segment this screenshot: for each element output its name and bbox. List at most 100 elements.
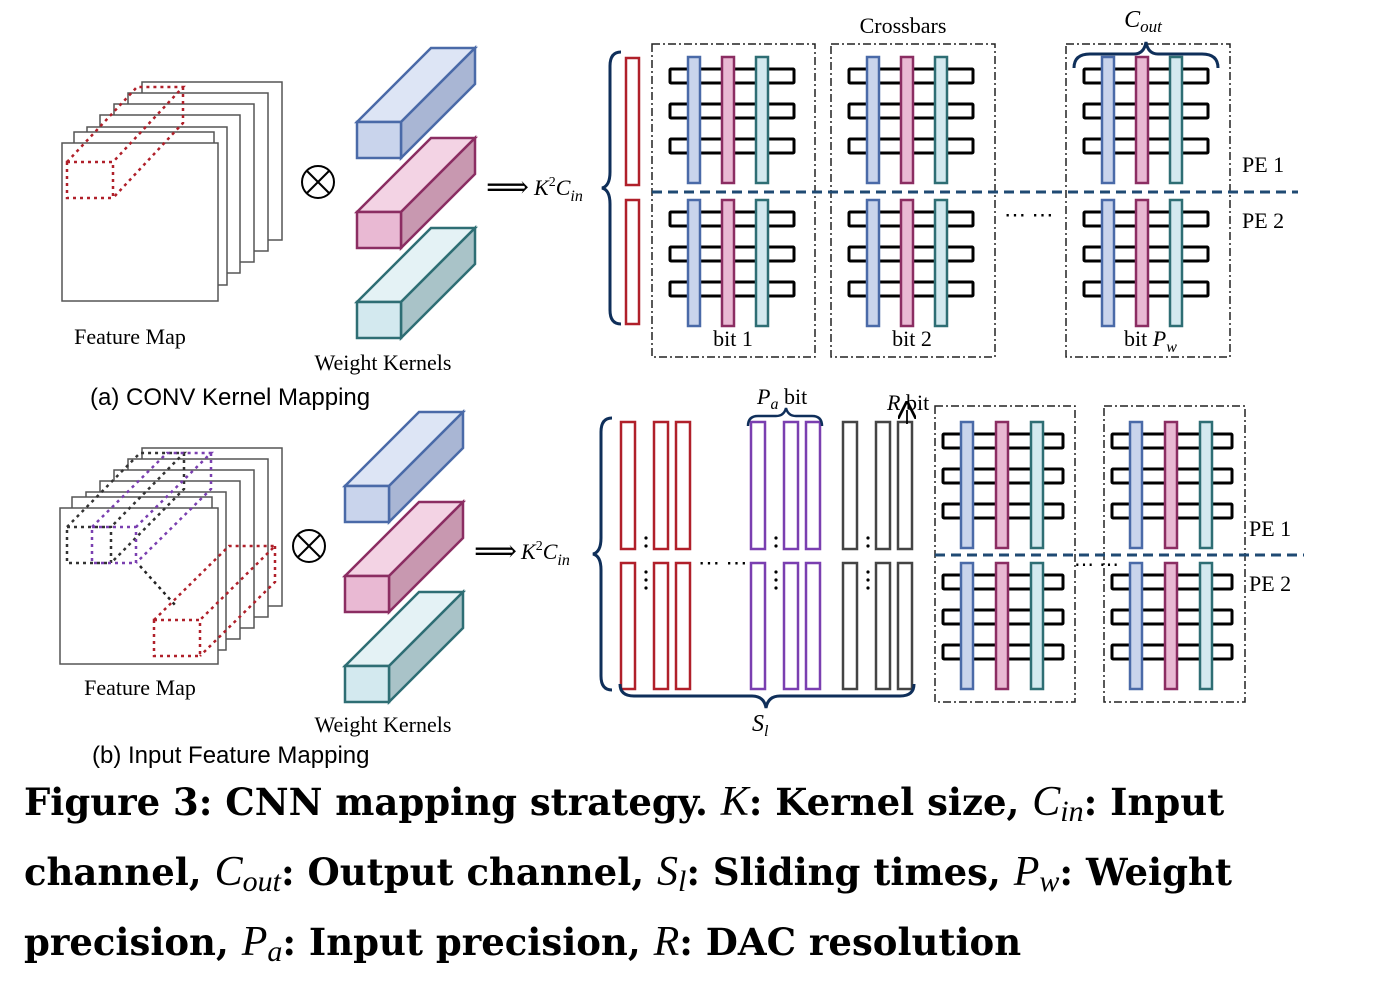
crossbar <box>847 198 975 328</box>
weight-kernel-blue-b <box>341 408 467 526</box>
ellipsis-dot <box>644 570 648 574</box>
subtitle-b: (b) Input Feature Mapping <box>92 742 370 769</box>
ellipsis-dot <box>774 570 778 574</box>
caption-r-desc: : DAC resolution <box>679 920 1022 964</box>
slide-indicator <box>139 565 176 606</box>
crossbar <box>1110 420 1234 550</box>
crossbar-column <box>994 420 1010 550</box>
input-column-a2 <box>624 198 641 326</box>
mapping-diagram: Feature Map Weight Kernels (a) CONV Kern… <box>59 7 1304 769</box>
feature-map-label-a: Feature Map <box>74 324 186 349</box>
ellipsis-dot <box>866 586 870 590</box>
crossbar-column <box>899 198 915 328</box>
crossbar-column <box>686 55 702 185</box>
caption-sl-desc: : Sliding times, <box>686 850 1014 894</box>
crossbar-column <box>959 420 975 550</box>
input-bit-column <box>749 420 767 551</box>
crossbar-column <box>1100 198 1116 328</box>
subtitle-a: (a) CONV Kernel Mapping <box>90 384 370 411</box>
brace-b <box>592 416 613 692</box>
pe2-label-a: PE 2 <box>1242 208 1284 233</box>
input-bit-column <box>874 561 892 691</box>
ellipsis-dot <box>774 586 778 590</box>
crossbar-column <box>754 198 770 328</box>
crossbar-column <box>1134 55 1150 185</box>
ellipsis-dot <box>644 536 648 540</box>
input-bit-column <box>652 561 670 691</box>
weight-kernel-teal-b <box>341 588 467 706</box>
crossbar-column <box>1163 420 1179 550</box>
caption-sl-sub: l <box>678 865 687 898</box>
feature-map-stack-b <box>59 447 283 665</box>
caption-k: K <box>720 779 749 825</box>
crossbar-column <box>899 55 915 185</box>
crossbar-column <box>686 198 702 328</box>
caption-r: R <box>653 919 680 965</box>
ellipsis-cols-b: ⋯ ⋯ <box>698 550 748 575</box>
crossbar-column <box>1198 561 1214 691</box>
crossbar-column <box>1029 420 1045 550</box>
pe2-label-b: PE 2 <box>1249 571 1291 596</box>
sl-brace <box>618 683 916 709</box>
dim-label-b: K2Cin <box>520 539 570 569</box>
ellipsis-dot <box>774 536 778 540</box>
caption-cin: C <box>1032 779 1061 825</box>
bit2-label: bit 2 <box>892 326 932 351</box>
crossbar-column <box>865 198 881 328</box>
weight-kernel-pink-b <box>341 498 467 616</box>
crossbar-box-bit2 <box>830 43 996 358</box>
caption-pa: P <box>241 919 268 965</box>
caption-pw-desc: : Weight precision, <box>24 850 1232 964</box>
input-bit-column <box>619 561 637 691</box>
kernel-window-a <box>65 85 186 200</box>
crossbar-box-bitpw <box>1065 43 1231 358</box>
crossbar <box>668 55 796 185</box>
crossbar <box>847 55 975 185</box>
crossbar <box>1082 55 1210 185</box>
bit1-label: bit 1 <box>713 326 753 351</box>
implies-arrow-a: ⟹ <box>486 171 529 204</box>
crossbar-column <box>1163 561 1179 691</box>
input-bit-column <box>841 561 859 691</box>
input-bit-column <box>782 420 800 551</box>
crossbar-column <box>1128 420 1144 550</box>
input-bit-column <box>652 420 670 551</box>
dim-label-a: K2Cin <box>533 175 583 205</box>
cout-label: Cout <box>1124 7 1163 36</box>
pa-brace <box>746 407 824 427</box>
crossbar-box-bit1 <box>651 43 816 358</box>
convolution-operator-icon-b <box>292 529 326 563</box>
weight-kernel-teal-a <box>353 224 479 342</box>
input-bit-column <box>749 561 767 691</box>
ellipsis-a: ⋯ ⋯ <box>1004 202 1054 227</box>
crossbar <box>668 198 796 328</box>
feature-map-stack-a <box>61 81 283 302</box>
kernel-window-black <box>65 451 187 565</box>
caption-pa-desc: : Input precision, <box>282 920 654 964</box>
input-bit-column <box>841 420 859 551</box>
crossbar-column <box>1128 561 1144 691</box>
feature-map-label-b: Feature Map <box>84 675 196 700</box>
ellipsis-dot <box>866 570 870 574</box>
kernel-window-red <box>152 544 279 658</box>
crossbar-column <box>720 198 736 328</box>
crossbar-column <box>1029 561 1045 691</box>
crossbar-array-a <box>668 55 1210 328</box>
caption-pw: P <box>1013 849 1040 895</box>
crossbar-column <box>1134 198 1150 328</box>
pa-bit-label: Pa bit <box>756 384 807 413</box>
caption-cin-sub: in <box>1060 795 1084 828</box>
caption-pa-sub: a <box>267 935 283 968</box>
kernel-window-purple <box>90 451 215 565</box>
caption-pw-sub: w <box>1039 865 1060 898</box>
ellipsis-dot <box>866 544 870 548</box>
crossbar-column <box>1198 420 1214 550</box>
input-bit-column <box>896 561 914 691</box>
crossbar-column <box>933 55 949 185</box>
caption-cout-desc: : Output channel, <box>280 850 658 894</box>
weight-kernels-label-b: Weight Kernels <box>315 712 452 737</box>
input-bit-column <box>896 420 914 551</box>
caption-sl: S <box>657 849 679 895</box>
ellipsis-dot <box>644 578 648 582</box>
ellipsis-dot <box>644 544 648 548</box>
